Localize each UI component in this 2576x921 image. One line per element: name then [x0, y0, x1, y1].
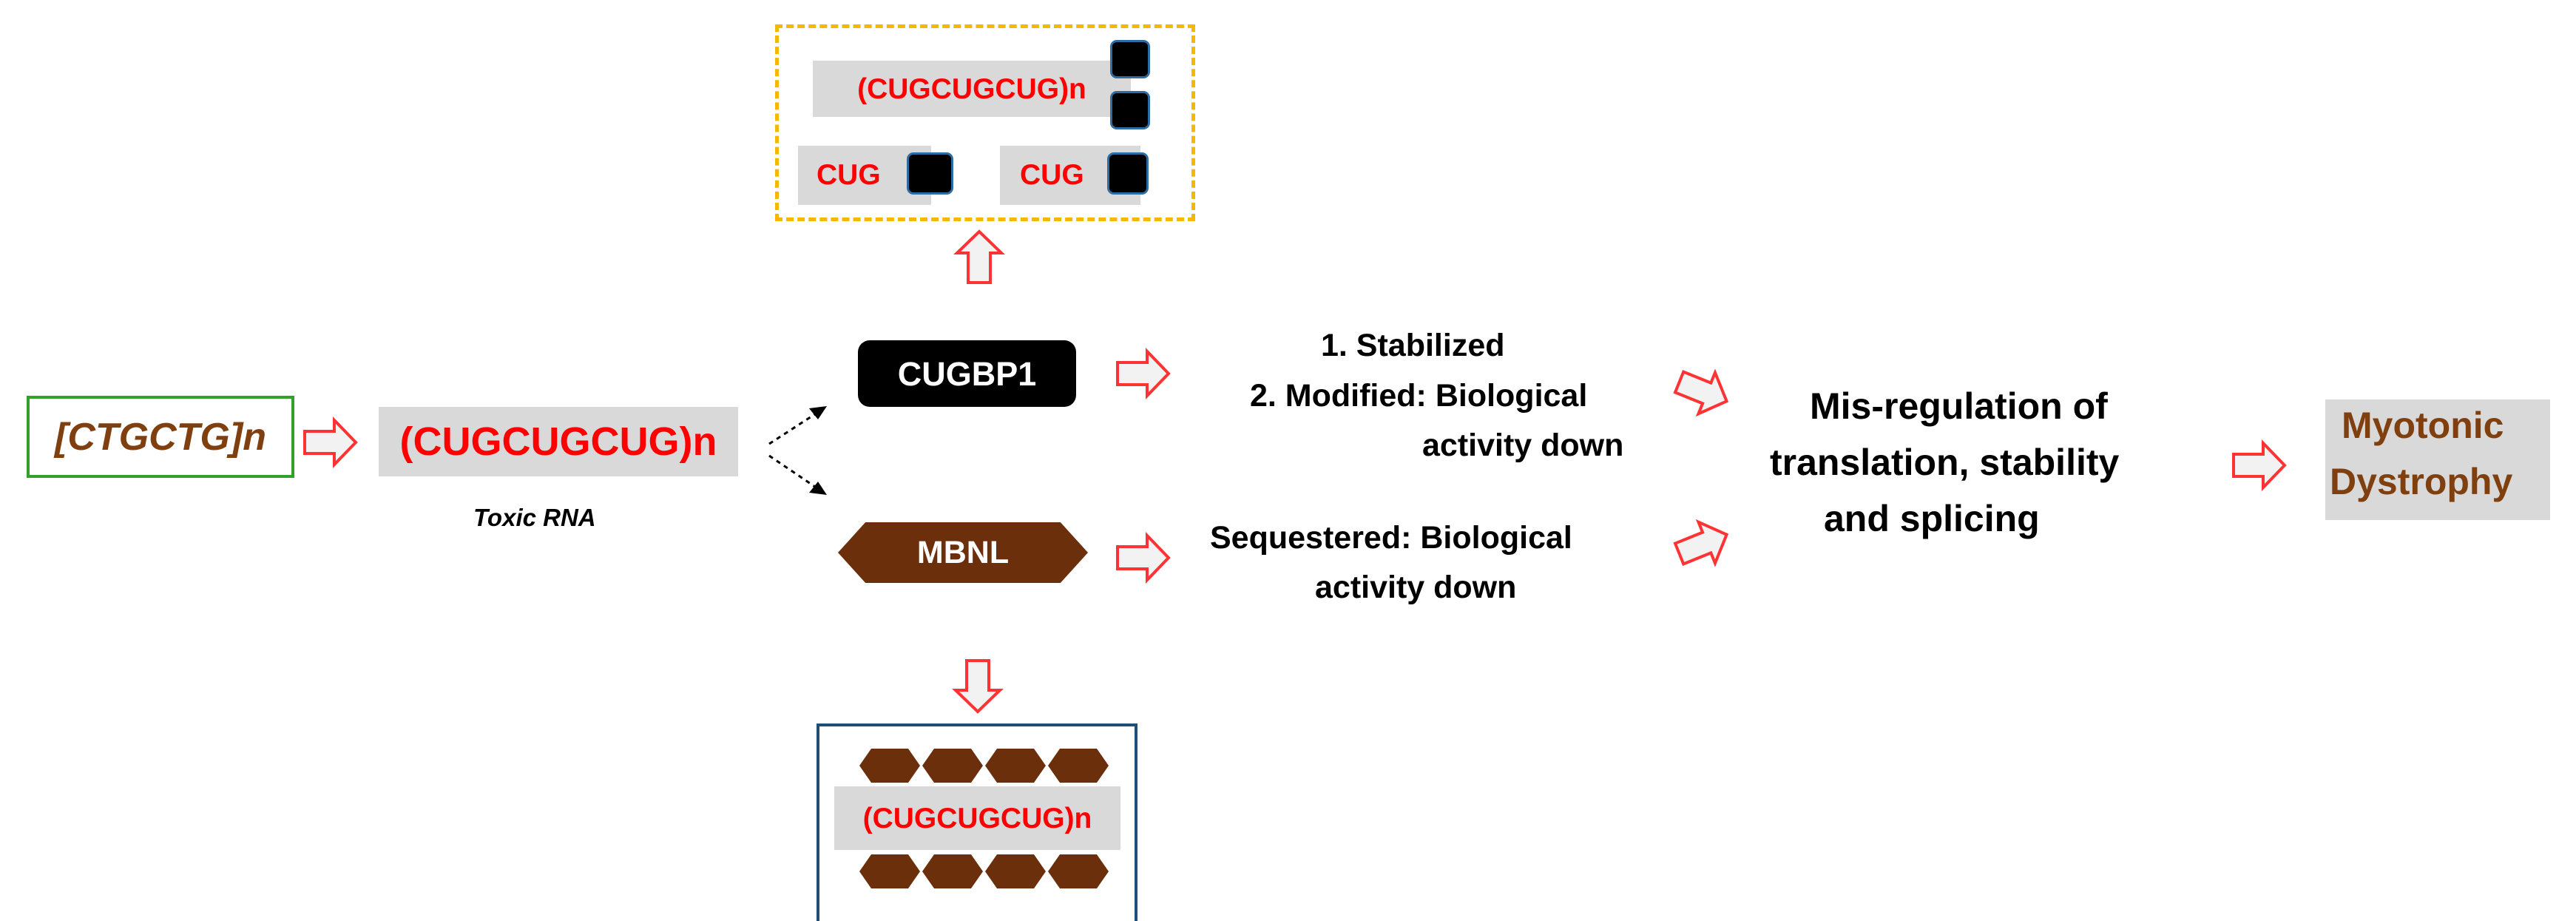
- cugbp1-binding-panel: [775, 24, 1195, 221]
- toxic-rna-box: (CUGCUGCUG)n: [379, 407, 738, 476]
- split-arrowhead-up: [809, 406, 827, 419]
- cugbp1-protein-box: CUGBP1: [858, 340, 1076, 407]
- cugbp1-protein-square-4: [1107, 152, 1149, 195]
- mbnl-panel-repeat-label: (CUGCUGCUG)n: [862, 802, 1092, 834]
- toxic-rna-label: (CUGCUGCUG)n: [399, 419, 717, 464]
- arrow-cugbp1-to-effects: [1116, 348, 1171, 399]
- mbnl-panel-repeat-box: (CUGCUGCUG)n: [834, 786, 1120, 850]
- misregulation-line-1: Mis-regulation of: [1810, 385, 2108, 427]
- mbnl-effect-2: activity down: [1315, 570, 1517, 605]
- cugbp1-protein-square-3: [907, 152, 953, 195]
- dna-repeat-box: [CTGCTG]n: [27, 396, 294, 478]
- arrow-to-outcome: [2232, 439, 2287, 491]
- arrow-mbnl-down: [952, 659, 1004, 714]
- split-arrows: [768, 410, 820, 491]
- cugbp1-protein-square-1: [1110, 40, 1150, 78]
- arrow-effects-to-misregulation-lower: [1673, 519, 1729, 567]
- outcome-box: Myotonic Dystrophy: [2325, 399, 2550, 520]
- outcome-line-2: Dystrophy: [2330, 461, 2513, 502]
- toxic-rna-caption: Toxic RNA: [473, 504, 596, 531]
- cugbp1-effect-2: 2. Modified: Biological: [1250, 378, 1588, 414]
- arrow-dna-to-rna: [303, 416, 358, 468]
- arrow-cugbp1-up: [953, 229, 1005, 284]
- mbnl-hexagon-row-top: [859, 749, 1109, 783]
- mbnl-label: MBNL: [916, 534, 1010, 570]
- mbnl-hexagon-row-bottom: [859, 854, 1109, 888]
- misregulation-line-3: and splicing: [1824, 498, 2040, 539]
- mbnl-protein-hexagon: MBNL: [838, 522, 1088, 583]
- split-arrowhead-down: [809, 482, 827, 495]
- misregulation-line-2: translation, stability: [1770, 442, 2120, 483]
- cugbp1-label: CUGBP1: [897, 354, 1037, 393]
- mbnl-sequestration-panel: [817, 723, 1137, 921]
- cugbp1-panel-long-repeat: (CUGCUGCUG)n: [813, 61, 1131, 117]
- dna-repeat-label: [CTGCTG]n: [55, 415, 266, 459]
- cugbp1-protein-square-2: [1110, 91, 1150, 129]
- arrow-effects-to-misregulation-upper: [1673, 368, 1729, 417]
- arrow-mbnl-to-effects: [1116, 532, 1171, 584]
- outcome-line-1: Myotonic: [2342, 405, 2504, 446]
- mbnl-effect-1: Sequestered: Biological: [1210, 520, 1572, 556]
- cugbp1-effect-3: activity down: [1422, 428, 1624, 463]
- cugbp1-effect-1: 1. Stabilized: [1321, 328, 1505, 363]
